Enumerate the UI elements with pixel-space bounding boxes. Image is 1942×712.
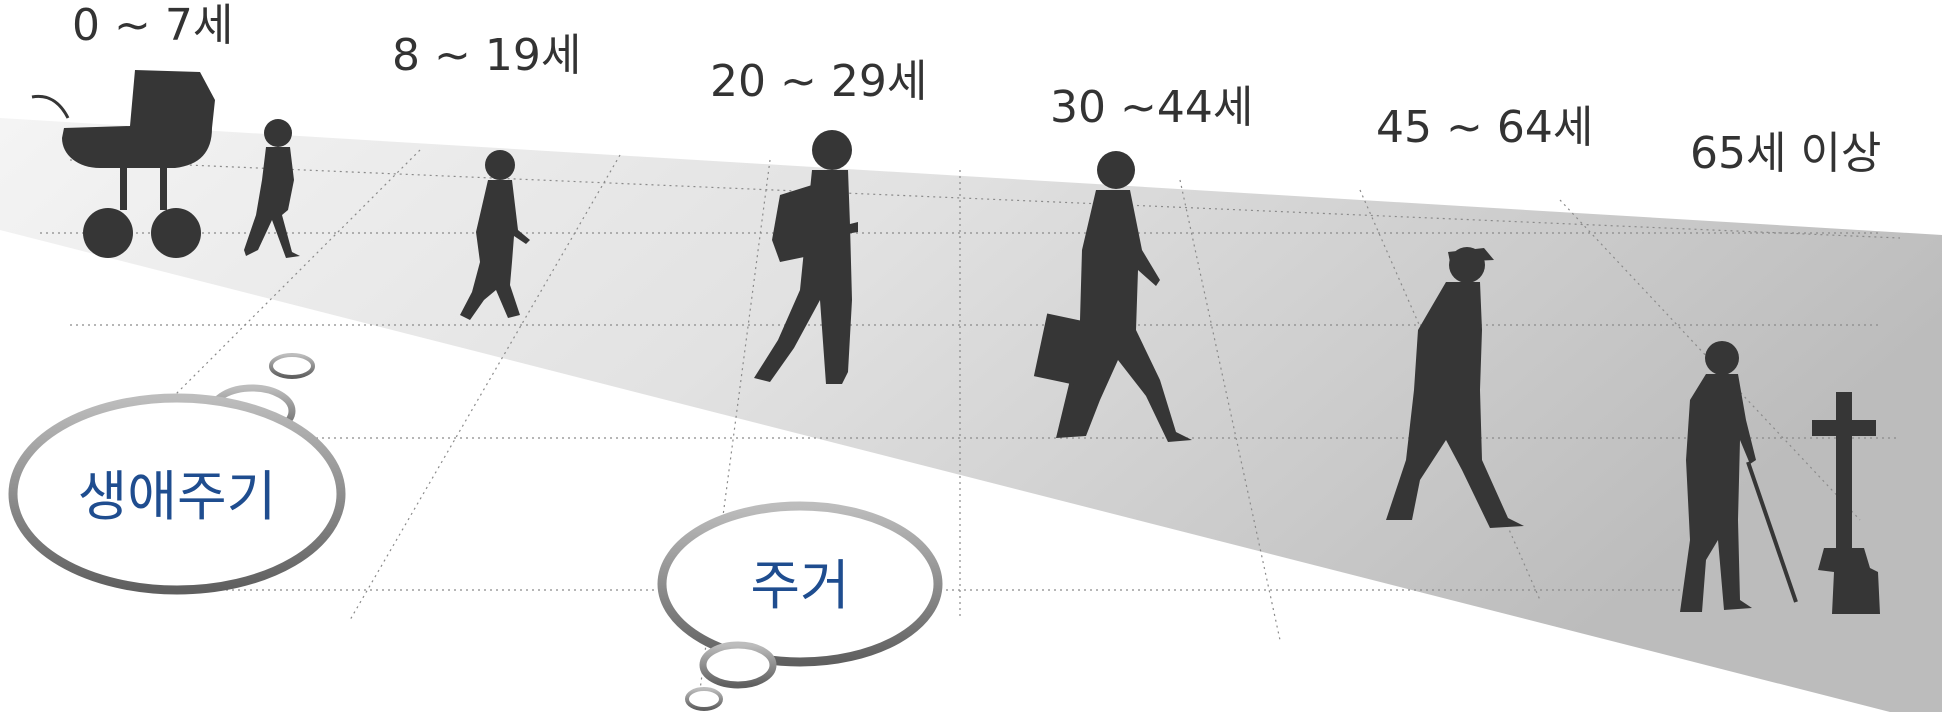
grave-cross-icon xyxy=(1812,392,1880,614)
stage-label-0-7: 0 ~ 7세 xyxy=(72,0,233,51)
baby-stroller-icon xyxy=(31,70,215,258)
life-cycle-thought-bubble: 생애주기 xyxy=(8,353,346,595)
life-cycle-bubble-text: 생애주기 xyxy=(78,465,277,528)
elderly-man-cane-icon xyxy=(1680,341,1798,612)
child-walking-icon xyxy=(460,150,530,320)
young-adult-backpack-icon xyxy=(754,130,858,384)
stage-label-65-plus: 65세 이상 xyxy=(1690,128,1881,179)
stage-label-20-29: 20 ~ 29세 xyxy=(710,56,927,107)
housing-bubble-text: 주거 xyxy=(750,554,849,617)
middle-aged-man-cap-icon xyxy=(1386,247,1524,528)
housing-thought-bubble: 주거 xyxy=(657,501,943,711)
stage-label-45-64: 45 ~ 64세 xyxy=(1376,102,1593,153)
businessman-briefcase-icon xyxy=(1033,151,1192,442)
toddler-silhouette-icon xyxy=(244,119,300,258)
stage-label-8-19: 8 ~ 19세 xyxy=(392,30,581,81)
stage-label-30-44: 30 ~44세 xyxy=(1050,82,1253,133)
